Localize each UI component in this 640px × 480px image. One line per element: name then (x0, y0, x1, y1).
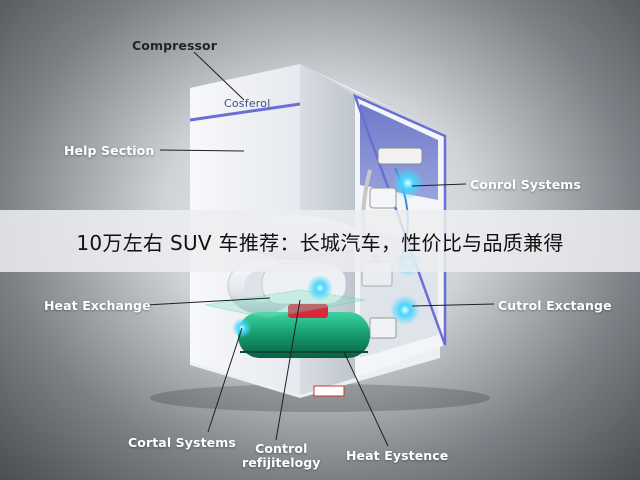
callout-heat-eystence: Heat Eystence (346, 448, 449, 463)
floor-shadow (150, 384, 490, 412)
leader-cortal-systems (207, 327, 243, 433)
filter-drier (369, 187, 397, 209)
leader-heat-exchange (145, 297, 271, 306)
callout-control-exchange: Cutrol Exctange (498, 298, 612, 313)
unit-brand-label: Cosferol (224, 97, 271, 110)
callout-control-refrigeration: Control refijitelogy (242, 441, 321, 470)
leader-control-systems (411, 183, 467, 187)
caption-banner-text: 10万左右 SUV 车推荐：长城汽车，性价比与品质兼得 (76, 230, 564, 255)
callout-control-systems: Conrol Systems (470, 177, 581, 192)
glow-node-lower (390, 295, 420, 325)
callout-compressor: Compressor (132, 38, 218, 53)
callout-help-section: Help Section (64, 143, 155, 158)
front-accent-stripe (189, 102, 301, 122)
leader-control-refrigeration (275, 299, 301, 441)
callout-cortal-systems: Cortal Systems (128, 435, 236, 450)
callout-heat-exchange: Heat Exchange (44, 298, 151, 313)
leader-heat-eystence (343, 351, 389, 447)
leader-control-exchange (411, 303, 495, 307)
glow-node-upper (392, 167, 424, 199)
receiver-tank (238, 312, 370, 358)
caption-banner: 10万左右 SUV 车推荐：长城汽车，性价比与品质兼得 (0, 210, 640, 272)
warning-sticker (313, 385, 345, 397)
valve-block (377, 147, 423, 165)
leader-compressor (193, 51, 245, 101)
glow-node-left (307, 275, 333, 301)
leader-help-section (159, 149, 245, 152)
terminal-block (369, 317, 397, 339)
leader-lines (145, 51, 495, 447)
